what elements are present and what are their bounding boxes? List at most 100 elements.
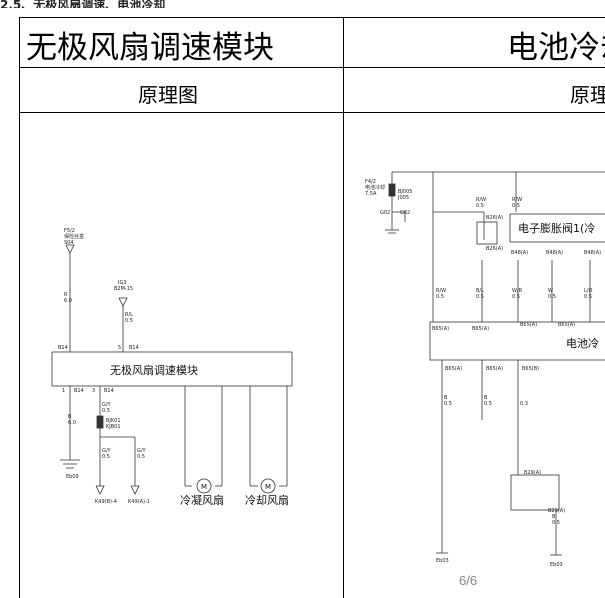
- wire-r-label: R: [64, 292, 68, 298]
- wire-size-7: 0.5: [584, 294, 592, 300]
- schematic-table: 无极风扇调速模块 电池冷却 原理图 原理: [19, 17, 605, 598]
- b26a-label-2: B26(A): [486, 246, 503, 252]
- battery-module-box: [429, 321, 605, 361]
- b29a-1: B29(A): [524, 470, 541, 476]
- wire-size-8: 0.5: [444, 401, 452, 407]
- b65a-5: B65(A): [445, 366, 462, 372]
- cooling-fan-motor: [260, 478, 276, 494]
- section-caption: 2.5、无极风扇调速、电池冷却: [0, 0, 605, 8]
- connector-k49b: K49(B)-4: [95, 499, 117, 505]
- wire-rw-size-1: 0.5: [476, 203, 484, 209]
- wire-bl: B/L: [476, 288, 484, 294]
- right-fuse-amp: 7.5A: [365, 191, 377, 197]
- condenser-fan-motor: [196, 478, 212, 494]
- column-divider: [343, 18, 344, 598]
- col2-title: 电池冷却: [507, 30, 605, 66]
- pin-3-label: 3: [92, 388, 95, 394]
- connector-bj005: BJ005: [398, 189, 412, 195]
- cooling-fan-label: 冷却风扇: [245, 493, 289, 507]
- b26a-label: B26(A): [486, 215, 503, 221]
- wire-gy-size: 0.5: [102, 408, 110, 414]
- left-b14-label: B14: [58, 345, 68, 351]
- module-label: 无极风扇调速模块: [110, 363, 198, 377]
- wire-size-11: 0.5: [552, 520, 560, 526]
- wire-lo: L/O: [584, 288, 592, 294]
- valve-switch-box: [476, 221, 498, 245]
- fuse-sub-label: 保险丝盒: [64, 233, 84, 240]
- wire-b-1: B: [444, 395, 448, 401]
- b48a-1: B48(A): [511, 250, 528, 256]
- connector-k49a: K49(A)-1: [128, 499, 150, 505]
- b29a-2: B29(A): [548, 508, 565, 514]
- fuse-label: F5/2: [64, 228, 75, 234]
- motor-symbol-1: M: [201, 483, 207, 491]
- fuse-arrow: [65, 244, 75, 254]
- electronic-valve-box: [509, 213, 605, 243]
- connector-kjb01: KJB01: [106, 424, 121, 430]
- sensor-box: [510, 474, 560, 511]
- connector-bjk01: BJK01: [106, 418, 121, 424]
- wire-rl-label: R/L: [125, 312, 133, 318]
- b65a-2: B65(A): [472, 326, 489, 332]
- title-row: 无极风扇调速模块 电池冷却: [20, 18, 605, 68]
- connector-j005: J005: [397, 195, 409, 201]
- wire-rl-size: 0.5: [125, 318, 133, 324]
- b65a-1: B65(A): [432, 326, 449, 332]
- battery-cooling-label: 电池冷: [566, 337, 599, 350]
- wire-rw-1: R/W: [476, 197, 486, 203]
- condenser-fan-label: 冷凝风扇: [180, 493, 224, 507]
- wire-rw-3: R/W: [436, 288, 446, 294]
- wire-b-label: B: [68, 414, 72, 420]
- eb03-1: Eb03: [436, 558, 449, 564]
- b48a-2: B48(A): [546, 250, 563, 256]
- wire-size-10: 0.3: [520, 401, 528, 407]
- pin-1-label: 1: [62, 388, 65, 394]
- section-caption-text: 2.5、无极风扇调速、电池冷却: [0, 0, 166, 8]
- bottom-b14-b: B14: [104, 388, 114, 394]
- b65a-6: B65(A): [486, 366, 503, 372]
- b65a-3: B65(A): [520, 322, 537, 328]
- wire-gy-size-3: 0.5: [137, 454, 145, 460]
- col1-subtitle: 原理图: [138, 83, 198, 107]
- col2-subtitle: 原理: [570, 83, 605, 107]
- wire-w: W: [548, 288, 553, 294]
- wire-gy-label-3: G/Y: [137, 448, 147, 454]
- ground-eb09: Eb09: [66, 474, 79, 480]
- right-fuse-sub: 电池冷却: [365, 184, 385, 191]
- b65b: B65(B): [522, 366, 539, 372]
- ignition-label: IG3: [118, 280, 127, 286]
- wire-size-4: 0.5: [476, 294, 484, 300]
- right-fuse-label: F4/2: [365, 179, 376, 185]
- g82-label: G82: [400, 210, 410, 216]
- wire-rw-2: R/W: [512, 197, 522, 203]
- wire-rw-size-2: 0.5: [512, 203, 520, 209]
- motor-symbol-2: M: [265, 483, 271, 491]
- module-box: [51, 351, 293, 387]
- wire-size-6: 0.5: [548, 294, 556, 300]
- g02-label: G02: [380, 210, 390, 216]
- wire-b-size: 6.0: [68, 420, 76, 426]
- wire-gy-size-2: 0.5: [102, 454, 110, 460]
- wire-gy-label: G/Y: [102, 402, 112, 408]
- col1-title: 无极风扇调速模块: [26, 30, 274, 66]
- wire-wr: W/R: [512, 288, 523, 294]
- wire-r-size: 6.0: [64, 298, 72, 304]
- wire-b-2: B: [484, 395, 488, 401]
- subtitle-row: 原理图 原理: [20, 67, 605, 113]
- pin-b14-label: B14: [129, 345, 139, 351]
- wire-gy-label-2: G/Y: [102, 448, 112, 454]
- wire-b-3: B: [552, 514, 556, 520]
- pin-5-label: 5: [118, 345, 121, 351]
- eb03-2: Eb03: [550, 562, 563, 568]
- bottom-b14-a: B14: [74, 388, 84, 394]
- valve-label: 电子膨胀阀1(冷: [518, 221, 595, 235]
- ignition-sub-label: B2M-15: [114, 286, 133, 292]
- wire-size-5: 0.5: [512, 294, 520, 300]
- wire-size-3: 0.5: [436, 294, 444, 300]
- connector-s04: S04: [64, 240, 74, 246]
- b65a-4: B65(A): [558, 322, 575, 328]
- page-indicator: 6/6: [459, 573, 478, 588]
- wire-size-9: 0.5: [484, 401, 492, 407]
